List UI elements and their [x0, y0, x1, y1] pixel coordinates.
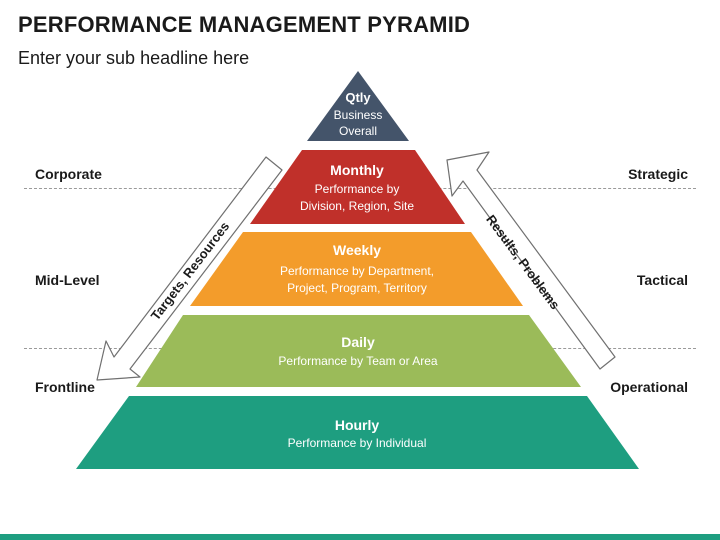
pyramid-tier-daily: Daily Performance by Team or Area — [136, 315, 581, 387]
level-label-frontline: Frontline — [35, 379, 95, 395]
tier-title: Daily — [341, 334, 375, 350]
tier-desc-line: Overall — [339, 124, 377, 138]
tier-title: Weekly — [333, 242, 381, 258]
tier-desc-line: Performance by Individual — [288, 436, 427, 450]
pyramid-tier-weekly: Weekly Performance by Department, Projec… — [190, 232, 523, 306]
tier-desc-line: Performance by — [315, 182, 400, 196]
level-label-corporate: Corporate — [35, 166, 102, 182]
tier-shape — [190, 232, 523, 306]
pyramid-tier-monthly: Monthly Performance by Division, Region,… — [250, 150, 465, 224]
level-label-operational: Operational — [610, 379, 688, 395]
tier-desc-line: Business — [334, 108, 383, 122]
tier-shape — [250, 150, 465, 224]
tier-shape — [76, 396, 639, 469]
level-label-mid-level: Mid-Level — [35, 272, 100, 288]
pyramid-tier-qtly: Qtly Business Overall — [307, 71, 409, 141]
page-subtitle: Enter your sub headline here — [18, 48, 250, 68]
tier-shape — [307, 71, 409, 141]
tier-desc-line: Division, Region, Site — [300, 199, 414, 213]
tier-shape — [136, 315, 581, 387]
tier-desc-line: Performance by Department, — [280, 264, 434, 278]
tier-title: Hourly — [335, 417, 380, 433]
footer-bar — [0, 534, 720, 540]
tier-title: Qtly — [345, 90, 371, 105]
tier-title: Monthly — [330, 162, 384, 178]
tier-desc-line: Project, Program, Territory — [287, 281, 427, 295]
page-title: PERFORMANCE MANAGEMENT PYRAMID — [18, 12, 471, 37]
level-label-tactical: Tactical — [636, 272, 688, 288]
tier-desc-line: Performance by Team or Area — [278, 354, 438, 368]
pyramid-tier-hourly: Hourly Performance by Individual — [76, 396, 639, 469]
level-label-strategic: Strategic — [628, 166, 688, 182]
